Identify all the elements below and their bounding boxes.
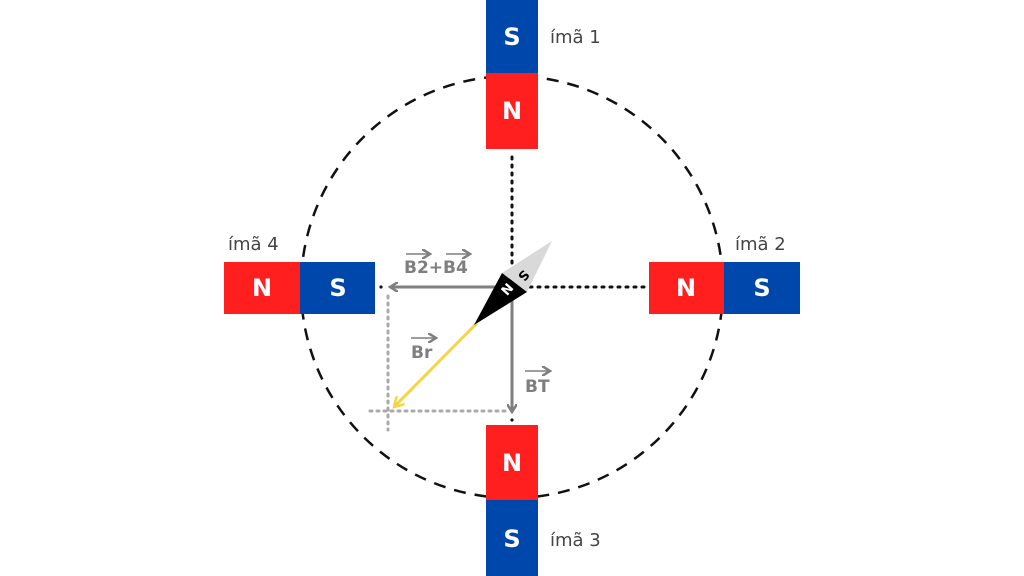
needle-north <box>474 273 527 325</box>
dot <box>379 285 383 289</box>
vector-br <box>394 321 479 407</box>
magnet-4: N S ímã 4 <box>224 234 375 314</box>
magnet-1-label: ímã 1 <box>550 27 601 48</box>
svg-text:BT: BT <box>525 377 550 397</box>
needle-south <box>502 241 552 292</box>
svg-text:N: N <box>676 274 696 302</box>
label-br: Br <box>411 338 436 363</box>
svg-text:S: S <box>329 274 346 302</box>
svg-text:S: S <box>503 23 520 51</box>
magnet-2: N S ímã 2 <box>649 234 800 314</box>
svg-text:N: N <box>502 449 522 477</box>
svg-text:B2+B4: B2+B4 <box>404 258 468 278</box>
svg-text:S: S <box>503 525 520 553</box>
label-b2-b4: B2+B4 <box>404 254 470 278</box>
compass-needle: N S <box>474 241 552 325</box>
magnet-2-label: ímã 2 <box>735 234 786 255</box>
magnet-3-label: ímã 3 <box>550 530 601 551</box>
label-bt: BT <box>525 371 550 397</box>
svg-text:Br: Br <box>411 343 433 363</box>
svg-text:N: N <box>502 97 522 125</box>
dot <box>510 418 514 422</box>
magnet-4-label: ímã 4 <box>228 234 279 255</box>
magnet-3: N S ímã 3 <box>486 425 601 576</box>
svg-text:N: N <box>252 274 272 302</box>
svg-text:S: S <box>753 274 770 302</box>
magnet-1: S N ímã 1 <box>486 0 601 149</box>
